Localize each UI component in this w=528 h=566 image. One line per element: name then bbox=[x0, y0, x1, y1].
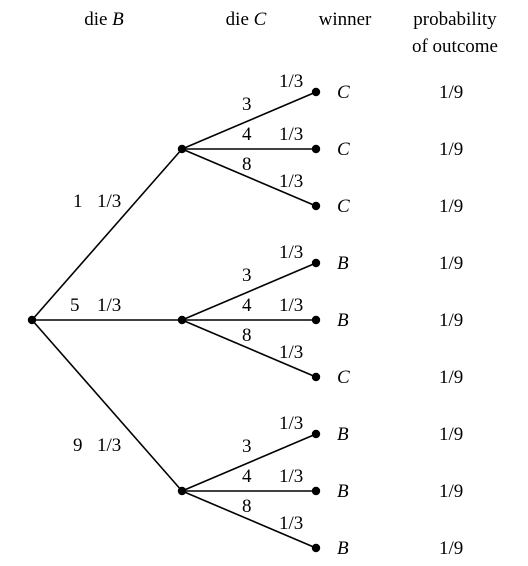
leaf-node bbox=[311, 543, 321, 553]
node-b-5 bbox=[177, 315, 187, 325]
node-b-1 bbox=[177, 144, 187, 154]
winner-column: C C C B B C B B B bbox=[337, 82, 350, 559]
b-prob-label: 1/3 bbox=[97, 295, 121, 316]
winner-label: B bbox=[337, 310, 349, 331]
c-face-label: 8 bbox=[242, 154, 252, 175]
branch-c-mid-8 bbox=[181, 319, 317, 378]
winner-label: B bbox=[337, 538, 349, 559]
first-level-labels: 1 1/3 5 1/3 9 1/3 bbox=[70, 191, 121, 456]
c-face-label: 4 bbox=[242, 466, 252, 487]
first-level-branches bbox=[31, 148, 183, 492]
branch-c-top-3 bbox=[181, 91, 317, 150]
c-face-label: 8 bbox=[242, 325, 252, 346]
leaf-node bbox=[311, 315, 321, 325]
outcome-probability: 1/9 bbox=[439, 310, 463, 331]
c-prob-label: 1/3 bbox=[279, 295, 303, 316]
outcome-probability: 1/9 bbox=[439, 253, 463, 274]
leaf-node bbox=[311, 201, 321, 211]
header-of-outcome: of outcome bbox=[412, 36, 498, 57]
leaf-node bbox=[311, 372, 321, 382]
header-probability: probability bbox=[413, 9, 497, 30]
leaf-node bbox=[311, 87, 321, 97]
probability-column: 1/9 1/9 1/9 1/9 1/9 1/9 1/9 1/9 1/9 bbox=[439, 82, 463, 559]
winner-label: C bbox=[337, 196, 350, 217]
outcome-probability: 1/9 bbox=[439, 196, 463, 217]
outcome-probability: 1/9 bbox=[439, 82, 463, 103]
c-face-label: 3 bbox=[242, 436, 252, 457]
winner-label: C bbox=[337, 367, 350, 388]
c-prob-label: 1/3 bbox=[279, 124, 303, 145]
c-prob-label: 1/3 bbox=[279, 242, 303, 263]
second-level-labels-top: 3 1/3 4 1/3 8 1/3 bbox=[242, 71, 303, 192]
column-headers: die B die C winner probability of outcom… bbox=[84, 9, 498, 57]
c-face-label: 3 bbox=[242, 265, 252, 286]
c-prob-label: 1/3 bbox=[279, 71, 303, 92]
b-face-label: 1 bbox=[73, 191, 83, 212]
winner-label: C bbox=[337, 82, 350, 103]
c-prob-label: 1/3 bbox=[279, 513, 303, 534]
branch-c-mid-3 bbox=[181, 262, 317, 321]
winner-label: C bbox=[337, 139, 350, 160]
outcome-probability: 1/9 bbox=[439, 481, 463, 502]
leaf-node bbox=[311, 429, 321, 439]
leaf-node bbox=[311, 258, 321, 268]
node-b-9 bbox=[177, 486, 187, 496]
winner-label: B bbox=[337, 253, 349, 274]
outcome-probability: 1/9 bbox=[439, 424, 463, 445]
second-level-labels-bottom: 3 1/3 4 1/3 8 1/3 bbox=[242, 413, 303, 534]
b-face-label: 9 bbox=[73, 435, 83, 456]
branch-c-bot-3 bbox=[181, 433, 317, 492]
leaf-node bbox=[311, 486, 321, 496]
c-face-label: 4 bbox=[242, 124, 252, 145]
branch-b-1 bbox=[31, 148, 183, 321]
c-prob-label: 1/3 bbox=[279, 466, 303, 487]
c-face-label: 3 bbox=[242, 94, 252, 115]
b-prob-label: 1/3 bbox=[97, 435, 121, 456]
c-prob-label: 1/3 bbox=[279, 413, 303, 434]
second-level-branches bbox=[181, 91, 317, 549]
c-face-label: 8 bbox=[242, 496, 252, 517]
second-level-labels-middle: 3 1/3 4 1/3 8 1/3 bbox=[242, 242, 303, 363]
winner-label: B bbox=[337, 481, 349, 502]
header-die-c: die C bbox=[226, 9, 267, 30]
header-winner: winner bbox=[319, 9, 372, 30]
c-prob-label: 1/3 bbox=[279, 342, 303, 363]
outcome-probability: 1/9 bbox=[439, 538, 463, 559]
root-node bbox=[27, 315, 37, 325]
c-prob-label: 1/3 bbox=[279, 171, 303, 192]
branch-c-bot-8 bbox=[181, 490, 317, 549]
leaf-node bbox=[311, 144, 321, 154]
header-die-b: die B bbox=[84, 9, 124, 30]
branch-b-9 bbox=[31, 319, 183, 492]
b-prob-label: 1/3 bbox=[97, 191, 121, 212]
c-face-label: 4 bbox=[242, 295, 252, 316]
outcome-probability: 1/9 bbox=[439, 367, 463, 388]
branch-c-top-8 bbox=[181, 148, 317, 207]
tree-nodes bbox=[27, 87, 321, 553]
outcome-probability: 1/9 bbox=[439, 139, 463, 160]
winner-label: B bbox=[337, 424, 349, 445]
b-face-label: 5 bbox=[70, 295, 80, 316]
